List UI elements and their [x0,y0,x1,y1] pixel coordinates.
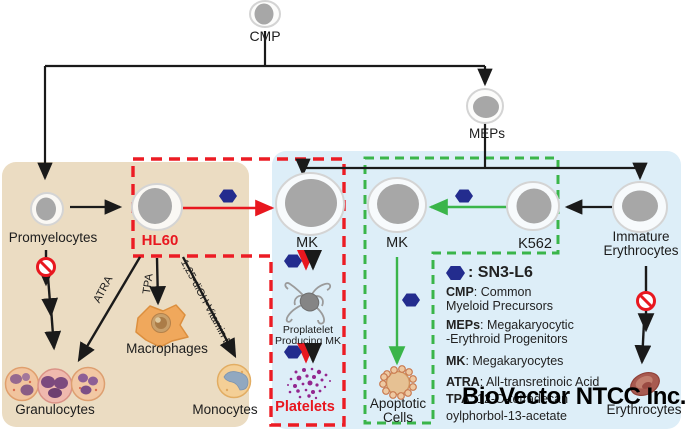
monocyte-illustration [216,363,252,399]
apoptotic-line2: Cells [382,410,414,426]
sn3-l6-legend-hexagon-icon [446,266,465,280]
red-dashed-pathway-box [131,157,346,427]
lineage-lines [37,31,648,215]
proplatelet-mk-label: Proplatelet Producing MK [275,324,341,348]
erythrocytes-label: Erythrocytes [606,402,682,417]
legend-meps-2: -Erythroid Progenitors [446,332,568,346]
prohibition-icons [36,257,656,311]
apoptotic-line1: Apoptotic [369,396,427,411]
cmp-label: CMP [249,28,281,44]
cmp-cell [249,0,281,28]
promyelocytes-label: Promyelocytes [8,230,98,245]
k562-label: K562 [518,236,552,252]
sn3-l6-hexagon-icon [219,189,237,203]
erythrocyte-illustration [630,371,660,397]
hl60-cell [131,183,183,231]
legend-meps: MEPs: Megakaryocytic [446,318,574,332]
myeloid-panel [2,162,249,427]
macrophage-illustration [135,304,189,348]
immature-erythrocytes-label: Immature Erythrocytes [603,229,679,259]
apoptotic-cells-illustration [379,365,417,400]
granulocytes-illustration [4,366,106,404]
legend-cmp-2: Myeloid Precursors [446,299,553,313]
proplatelet-mk-illustration [284,282,332,325]
meps-label: MEPs [468,126,506,141]
mk-cell-2 [367,177,427,233]
granulocytes-label: Granulocytes [15,402,95,417]
mk-label-2: MK [386,235,408,251]
sn3-l6-hexagon-icons [219,189,473,359]
immature-line2: Erythrocytes [603,243,679,259]
legend-tpa: TPA: 12-O-tetradecan [446,392,569,406]
platelets-illustration [287,367,331,400]
legend-mk: MK: Megakaryocytes [446,354,564,368]
legend-cmp: CMP: Common [446,285,532,299]
legend-tpa-2: oylphorbol-13-acetate [446,409,567,423]
sn3-l6-hexagon-icon [455,189,473,203]
proplatelet-line2: Producing MK [275,335,341,348]
legend-atra: ATRA: All-transretinoic Acid [446,375,600,389]
prohibition-icon [636,291,656,311]
legend-sn3-l6: : SN3-L6 [468,264,533,282]
mk-to-proplatelet-arrows [296,249,323,271]
green-dashed-pathway-box [363,156,560,425]
immature-erythrocyte-cell [612,181,668,233]
platelets-label: Platelets [275,399,335,415]
hl60-label: HL60 [141,232,179,249]
proplatelet-to-platelets-arrows [296,342,323,364]
sn3-l6-hexagon-icon [284,254,302,268]
legend-sn3-l6-text: : SN3-L6 [468,264,533,281]
sn3-l6-hexagon-icon [402,293,420,307]
immature-line1: Immature [612,229,670,244]
apoptotic-cells-label: Apoptotic Cells [369,396,427,426]
monocytes-label: Monocytes [192,402,258,417]
hl60-treatment-arrows [77,256,237,363]
macrophages-label: Macrophages [126,341,208,356]
sn3-l6-hexagon-icon [284,345,302,359]
mk-label-1: MK [296,235,318,251]
prohibition-icon [36,257,56,277]
meps-cell [466,88,504,124]
k562-cell [506,181,560,231]
proplatelet-line1: Proplatelet [282,324,334,336]
promyelocyte-cell [30,192,64,226]
cells [30,0,668,236]
watermark: BioVector NTCC Inc. [462,383,685,410]
mk-cell-1 [275,172,345,236]
